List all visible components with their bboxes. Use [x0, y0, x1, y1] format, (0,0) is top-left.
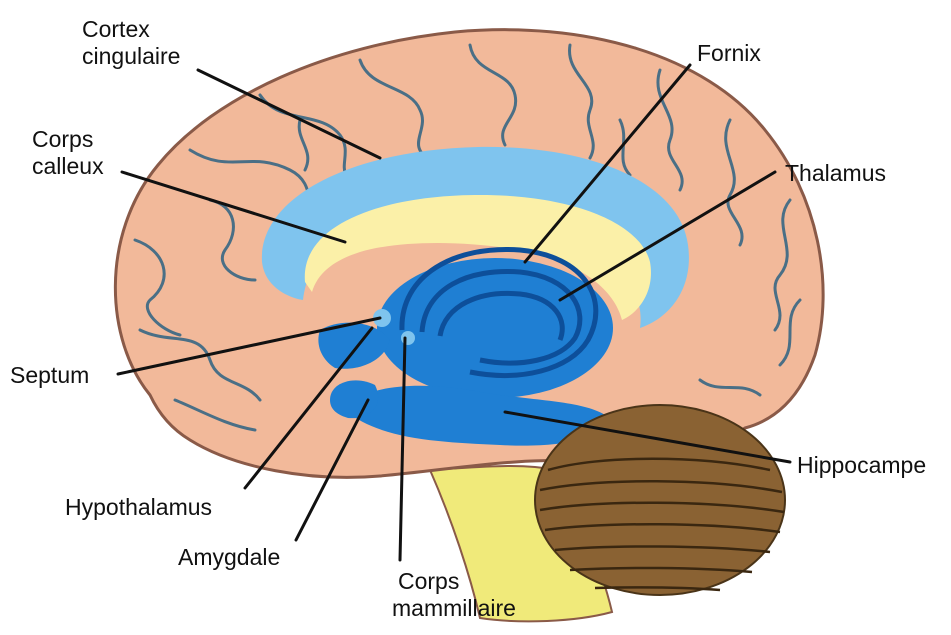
label-fornix-text: Fornix: [697, 40, 761, 67]
label-hypothalamus-text: Hypothalamus: [65, 494, 212, 521]
cerebellum: [535, 405, 785, 595]
label-cortex-cingulaire-line2: cingulaire: [82, 43, 180, 70]
label-amygdale: Amygdale: [178, 544, 280, 571]
label-cortex-cingulaire-line1: Cortex: [82, 16, 180, 43]
label-corps-mammillaire-line2: mammillaire: [392, 595, 516, 622]
label-hippocampe: Hippocampe: [797, 452, 926, 479]
label-corps-calleux-line1: Corps: [32, 126, 104, 153]
label-septum: Septum: [10, 362, 89, 389]
label-corps-mammillaire: Corps mammillaire: [392, 568, 516, 622]
label-corps-calleux-line2: calleux: [32, 153, 104, 180]
corps-mammillaire-region: [401, 331, 415, 345]
label-corps-mammillaire-line1: Corps: [392, 568, 516, 595]
label-hippocampe-text: Hippocampe: [797, 452, 926, 479]
label-septum-text: Septum: [10, 362, 89, 389]
label-amygdale-text: Amygdale: [178, 544, 280, 571]
label-corps-calleux: Corps calleux: [32, 126, 104, 180]
label-hypothalamus: Hypothalamus: [65, 494, 212, 521]
label-fornix: Fornix: [697, 40, 761, 67]
label-cortex-cingulaire: Cortex cingulaire: [82, 16, 180, 70]
label-thalamus-text: Thalamus: [785, 160, 886, 187]
label-thalamus: Thalamus: [785, 160, 886, 187]
